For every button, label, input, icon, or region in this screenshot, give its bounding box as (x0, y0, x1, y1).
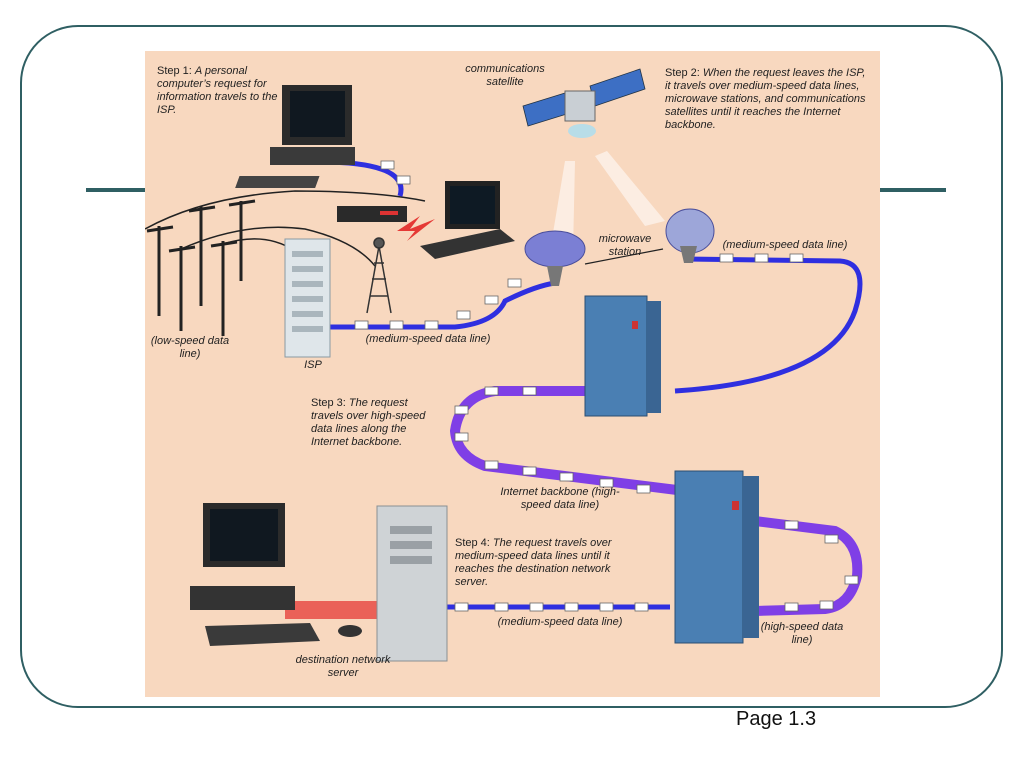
medium-speed-line-label-mid: (medium-speed data line) (365, 333, 491, 345)
medium-speed-line-label-top: (medium-speed data line) (722, 239, 848, 251)
internet-request-diagram: Step 1: A personal computer’s request fo… (145, 51, 880, 697)
mainframe-icon (674, 470, 759, 644)
step1-text: Step 1: A personal computer’s request fo… (157, 65, 278, 116)
modem-light (380, 211, 398, 215)
radio-tower-icon (366, 237, 392, 314)
wireless-signal-icon (397, 216, 435, 241)
destination-server-label: destination network server (295, 654, 391, 679)
medium-speed-line-label-bottom: (medium-speed data line) (497, 616, 623, 628)
tower-server-icon (376, 505, 448, 662)
slide-frame (20, 25, 1003, 708)
communications-satellite-label: communications satellite (465, 63, 545, 88)
desktop-computer-icon (235, 85, 355, 188)
step2-text: Step 2: When the request leaves the ISP,… (665, 67, 866, 131)
diagram-graphics (145, 68, 863, 662)
satellite-beam-left (550, 161, 575, 251)
server-rack-icon (284, 238, 331, 358)
modem-icon (337, 206, 407, 222)
accent-line-right (878, 188, 946, 192)
data-line-isp-microwave (330, 280, 556, 330)
microwave-station-label: microwave station (598, 233, 652, 258)
data-line-microwave-mainframe (674, 256, 863, 394)
step4-text: Step 4: The request travels over medium-… (455, 537, 612, 588)
isp-label: ISP (304, 359, 322, 371)
satellite-icon (522, 68, 646, 138)
low-speed-line-label: (low-speed data line) (150, 335, 230, 360)
desktop-computer-icon (190, 503, 362, 646)
accent-line-left (86, 188, 146, 192)
laptop-icon (420, 181, 515, 259)
microwave-link-arrow (584, 248, 664, 265)
internet-backbone-label: Internet backbone (high-speed data line) (500, 486, 620, 511)
high-speed-line-label: (high-speed data line) (760, 621, 844, 646)
step3-text: Step 3: The request travels over high-sp… (311, 397, 426, 448)
internet-backbone-line (449, 386, 686, 496)
high-speed-line-right (754, 516, 863, 616)
mainframe-icon (584, 295, 661, 417)
envelope-icons (354, 160, 859, 612)
page-number: Page 1.3 (736, 708, 817, 730)
satellite-beam-right (595, 151, 665, 226)
microwave-dish-icon (524, 208, 715, 286)
